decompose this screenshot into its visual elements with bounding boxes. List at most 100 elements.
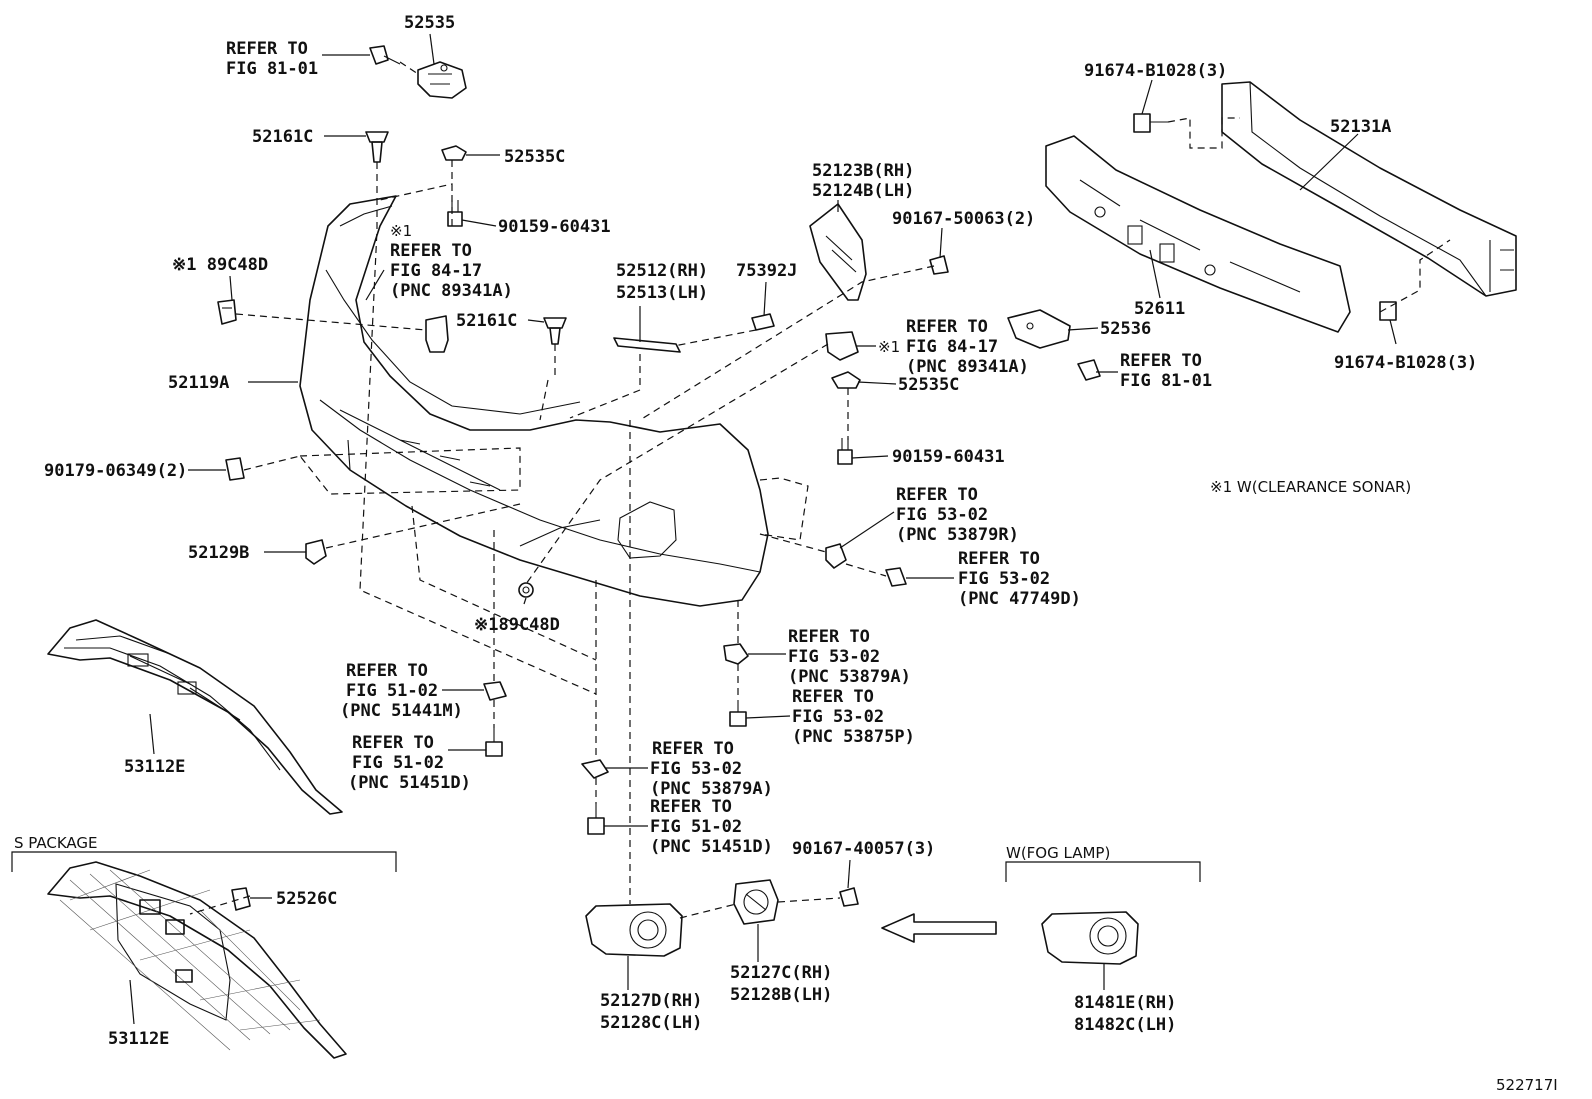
label-refer-51451d-b3: (PNC 51451D) (650, 837, 773, 857)
label-52119a: 52119A (168, 373, 229, 393)
label-refer-53879r-3: (PNC 53879R) (896, 525, 1019, 545)
label-refer-51451d-a1: REFER TO (352, 733, 434, 753)
label-refer-84-17-b1: REFER TO (906, 317, 988, 337)
label-90159-a: 90159-60431 (498, 217, 611, 237)
label-53112e-a: 53112E (124, 757, 185, 777)
label-refer-51441m-1: REFER TO (346, 661, 428, 681)
bolt-90167-50063 (929, 255, 949, 275)
label-refer-51451d-b1: REFER TO (650, 797, 732, 817)
clip-52161c-mid (543, 317, 567, 345)
label-refer-53879a-r3: (PNC 53879A) (788, 667, 911, 687)
label-note-mark-b: ※1 (878, 338, 900, 356)
s-package-frame (11, 851, 397, 872)
label-refer-47749d-3: (PNC 47749D) (958, 589, 1081, 609)
label-52535c-b: 52535C (898, 375, 959, 395)
clip-75392j (751, 313, 775, 331)
bracket-52536 (1007, 309, 1071, 349)
label-52513: 52513(LH) (616, 283, 708, 303)
label-91674-top: 91674-B1028(3) (1084, 61, 1227, 81)
grille-53112e-standard (47, 619, 343, 815)
assembly-lines (189, 61, 1451, 919)
sensor-left (425, 315, 449, 353)
bolt-91674-top (1133, 113, 1168, 133)
label-52526c: 52526C (276, 889, 337, 909)
label-refer-53875p-1: REFER TO (792, 687, 874, 707)
label-90167-50063: 90167-50063(2) (892, 209, 1035, 229)
grille-53112e-s-package (47, 861, 347, 1059)
label-refer-53879r-2: FIG 53-02 (896, 505, 988, 525)
label-note-mark-a: ※1 (390, 222, 412, 240)
label-53112e-b: 53112E (108, 1029, 169, 1049)
label-52512: 52512(RH) (616, 261, 708, 281)
arrow-left-icon (881, 913, 997, 943)
label-91674-bottom: 91674-B1028(3) (1334, 353, 1477, 373)
label-52161c-b: 52161C (456, 311, 517, 331)
screw-51451d-a (485, 728, 503, 757)
nut-52535c-top (441, 145, 467, 161)
fog-lamp-frame (1005, 861, 1201, 882)
bolt-90159-top (447, 200, 463, 227)
strip-52512 (613, 337, 681, 353)
label-refer-53879a-c2: FIG 53-02 (650, 759, 742, 779)
label-refer-84-17-a1: REFER TO (390, 241, 472, 261)
label-refer-84-17-b3: (PNC 89341A) (906, 357, 1029, 377)
label-refer-51451d-a3: (PNC 51451D) (348, 773, 471, 793)
label-fog-lamp: W(FOG LAMP) (1006, 844, 1110, 862)
label-52536: 52536 (1100, 319, 1151, 339)
part-labels: 52535 REFER TO FIG 81-01 52161C 52535C 9… (14, 13, 1558, 1094)
label-refer-53879a-r1: REFER TO (788, 627, 870, 647)
screw-47749d (885, 567, 907, 587)
fog-bracket-52127c (733, 879, 779, 925)
label-refer-53879a-r2: FIG 53-02 (788, 647, 880, 667)
clip-53879r (825, 543, 847, 569)
label-52611: 52611 (1134, 299, 1185, 319)
label-81482c: 81482C(LH) (1074, 1015, 1176, 1035)
label-refer-47749d-1: REFER TO (958, 549, 1040, 569)
bracket-52123b (809, 203, 867, 301)
label-refer-51451d-b2: FIG 51-02 (650, 817, 742, 837)
label-52128b: 52128B(LH) (730, 985, 832, 1005)
label-52129b: 52129B (188, 543, 249, 563)
clip-53879a-center (581, 759, 609, 779)
label-refer-47749d-2: FIG 53-02 (958, 569, 1050, 589)
label-refer-84-17-b2: FIG 84-17 (906, 337, 998, 357)
fog-cover-52127d (585, 903, 683, 957)
label-90179: 90179-06349(2) (44, 461, 187, 481)
label-89c48d-b: ※189C48D (474, 615, 560, 635)
label-refer-81-01-b2: FIG 81-01 (1120, 371, 1212, 391)
nut-51441m (483, 681, 507, 701)
label-refer-81-01-a2: FIG 81-01 (226, 59, 318, 79)
label-refer-81-01-a1: REFER TO (226, 39, 308, 59)
nut-52535c-right (831, 371, 861, 389)
label-52127d: 52127D(RH) (600, 991, 702, 1011)
label-52131a: 52131A (1330, 117, 1391, 137)
label-refer-84-17-a3: (PNC 89341A) (390, 281, 513, 301)
sensor-right (825, 331, 859, 361)
bracket-89c48d-left (217, 299, 237, 325)
clip-52161c-top (365, 131, 389, 163)
label-52535c-a: 52535C (504, 147, 565, 167)
label-refer-53879r-1: REFER TO (896, 485, 978, 505)
label-refer-51441m-3: (PNC 51441M) (340, 701, 463, 721)
label-89c48d-a: ※1 89C48D (172, 255, 268, 275)
bolt-right (1077, 359, 1101, 381)
clip-90179 (225, 457, 245, 481)
label-90167-40057: 90167-40057(3) (792, 839, 935, 859)
label-s-package: S PACKAGE (14, 834, 98, 852)
absorber-52611 (1045, 135, 1351, 333)
label-75392j: 75392J (736, 261, 797, 281)
label-refer-53875p-3: (PNC 53875P) (792, 727, 915, 747)
label-refer-53879a-c1: REFER TO (652, 739, 734, 759)
reinforcement-52131a (1221, 81, 1517, 297)
bolt-90167-40057 (839, 887, 859, 907)
label-refer-51451d-a2: FIG 51-02 (352, 753, 444, 773)
clip-53879a-right (723, 643, 749, 665)
label-refer-51441m-2: FIG 51-02 (346, 681, 438, 701)
label-52123b: 52123B(RH) (812, 161, 914, 181)
label-52124b: 52124B(LH) (812, 181, 914, 201)
screw-53875p (729, 700, 747, 727)
label-diagram-id: 522717I (1496, 1076, 1558, 1094)
bumper-cover-52119a (299, 195, 769, 607)
bolt-top-left (369, 45, 401, 65)
